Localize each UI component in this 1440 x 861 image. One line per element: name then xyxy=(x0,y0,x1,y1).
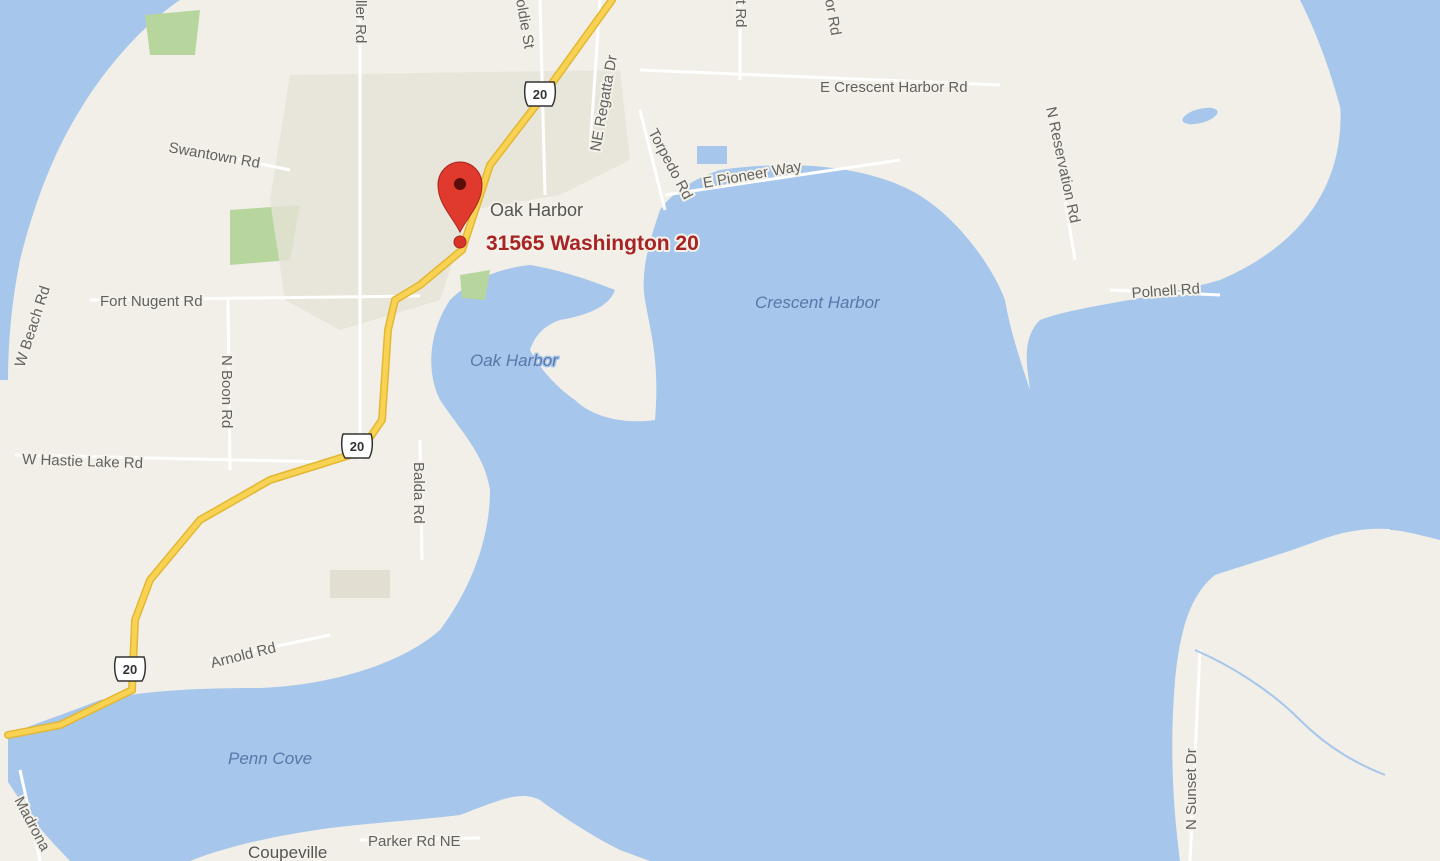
pin-center xyxy=(454,178,466,190)
stream xyxy=(1194,649,1386,776)
road-label-top-a: ller Rd xyxy=(352,0,369,43)
road-label-n-sunset: N Sunset Dr xyxy=(1183,748,1200,830)
road-label-top-c: t Rd xyxy=(732,0,749,28)
land-coupeville-south xyxy=(190,795,650,861)
water-west xyxy=(0,0,180,380)
land-camano xyxy=(1172,528,1440,861)
park xyxy=(145,10,200,55)
pin-anchor-dot xyxy=(453,235,467,249)
place-label-oak-harbor: Oak Harbor xyxy=(490,200,583,220)
route-shield: 20 xyxy=(523,81,557,107)
park xyxy=(460,270,490,300)
route-shield: 20 xyxy=(113,656,147,682)
water-label-penn-cove: Penn Cove xyxy=(228,749,312,768)
road-label-parker-ne: Parker Rd NE xyxy=(368,833,461,850)
place-label-coupeville: Coupeville xyxy=(248,843,327,861)
location-marker[interactable] xyxy=(437,161,483,249)
water-label-oak-harbor: Oak Harbor xyxy=(470,351,559,370)
road-label-n-boon: N Boon Rd xyxy=(218,355,235,428)
route-shield-label: 20 xyxy=(533,87,547,102)
road-label-fort-nugent: Fort Nugent Rd xyxy=(100,293,203,310)
route-shield-label: 20 xyxy=(350,439,364,454)
urban-area xyxy=(330,570,390,598)
route-shield: 20 xyxy=(340,433,374,459)
road-label-e-crescent-harbor: E Crescent Harbor Rd xyxy=(820,79,968,96)
water-label-crescent-harbor: Crescent Harbor xyxy=(755,293,881,312)
water-northeast xyxy=(1300,0,1440,540)
pond xyxy=(1182,107,1218,125)
map-pin-icon[interactable] xyxy=(437,161,483,234)
marker-address-label[interactable]: 31565 Washington 20 xyxy=(484,230,701,257)
pond xyxy=(697,146,727,164)
road-label-balda: Balda Rd xyxy=(410,462,427,524)
route-shield-label: 20 xyxy=(123,662,137,677)
land-coupeville xyxy=(0,770,70,861)
